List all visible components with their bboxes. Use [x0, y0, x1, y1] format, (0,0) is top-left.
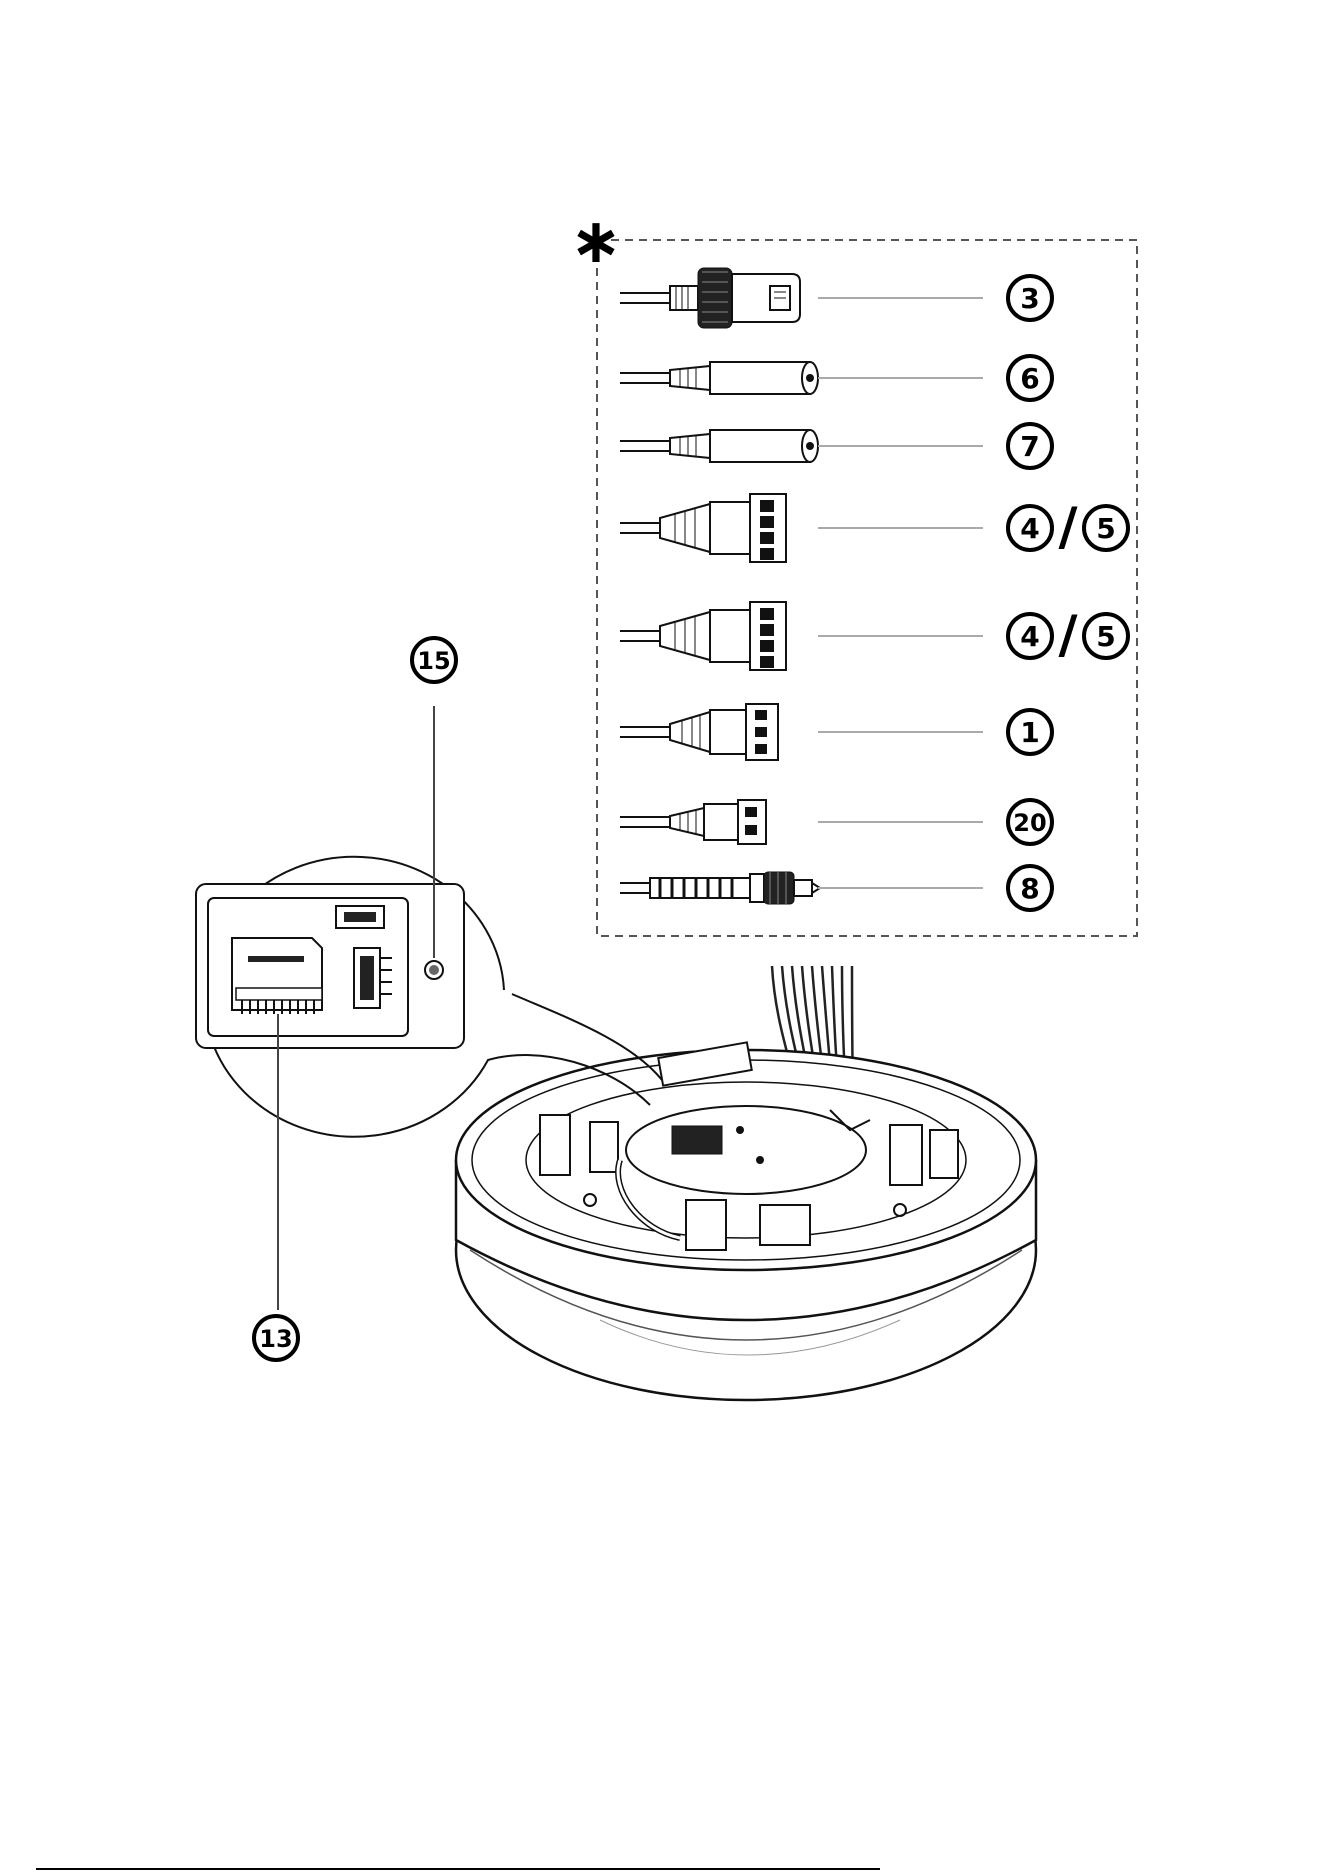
svg-text:5: 5 [1096, 512, 1115, 545]
sd-card-slot [232, 938, 322, 1014]
detail-panel [196, 884, 464, 1048]
camera-body [456, 1042, 1036, 1400]
connector-terminal-block-4-5-b [620, 602, 786, 670]
callout-3: 3 [1008, 276, 1052, 320]
callout-4-5-b: 4 / 5 [1008, 605, 1128, 665]
connector-rca-plug [620, 872, 820, 904]
cable-leader-lines [818, 298, 983, 888]
callout-8: 8 [1008, 866, 1052, 910]
callout-20: 20 [1008, 800, 1052, 844]
connector-terminal-block-20 [620, 800, 766, 844]
svg-text:/: / [1059, 605, 1078, 665]
connector-terminal-block-4-5-a [620, 494, 786, 562]
connector-terminal-block-1 [620, 704, 778, 760]
svg-text:3: 3 [1020, 282, 1039, 315]
callout-1: 1 [1008, 710, 1052, 754]
svg-text:20: 20 [1013, 809, 1046, 837]
svg-text:13: 13 [259, 1325, 292, 1353]
callout-4-5-a: 4 / 5 [1008, 497, 1128, 557]
callout-6: 6 [1008, 356, 1052, 400]
page-bottom-rule [36, 1868, 880, 1870]
svg-text:8: 8 [1020, 872, 1039, 905]
callout-7: 7 [1008, 424, 1052, 468]
callout-15: 15 [412, 638, 456, 682]
svg-text:7: 7 [1020, 430, 1039, 463]
callout-13: 13 [254, 1316, 298, 1360]
svg-text:4: 4 [1020, 512, 1039, 545]
svg-text:1: 1 [1020, 716, 1039, 749]
connector-rj45 [620, 268, 800, 328]
svg-text:/: / [1059, 497, 1078, 557]
connector-audio-jack-6 [620, 362, 818, 394]
svg-text:5: 5 [1096, 620, 1115, 653]
cable-box-frame [597, 240, 1137, 936]
svg-text:15: 15 [417, 647, 450, 675]
reset-button [425, 961, 443, 979]
svg-text:6: 6 [1020, 362, 1039, 395]
connector-audio-jack-7 [620, 430, 818, 462]
svg-text:4: 4 [1020, 620, 1039, 653]
asterisk-mark: ∗ [570, 204, 622, 277]
